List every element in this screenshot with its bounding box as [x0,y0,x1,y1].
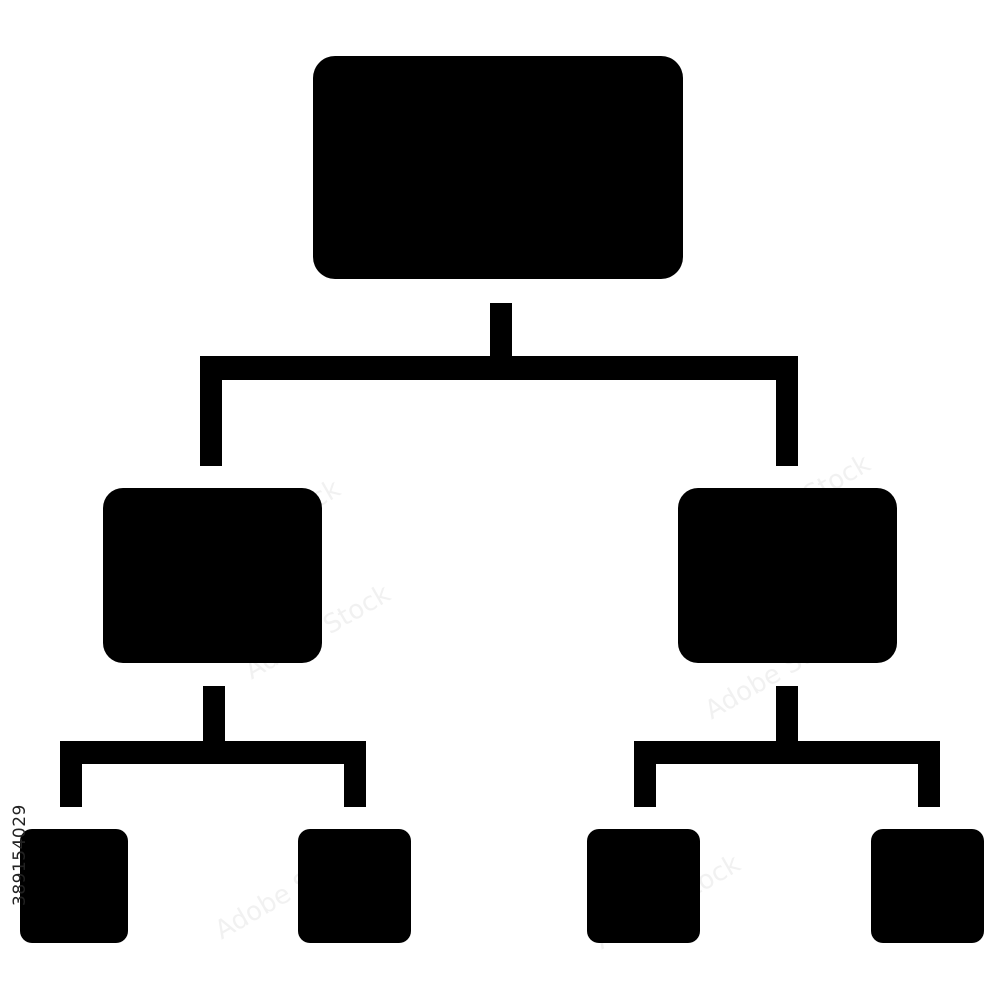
node-leaf-2 [298,829,411,943]
connector-stem [776,686,798,752]
connector-drop-right [776,356,798,466]
node-child-right [678,488,897,663]
connector-drop-right [344,741,366,807]
node-leaf-4 [871,829,984,943]
connector-drop-left [60,741,82,807]
node-leaf-3 [587,829,700,943]
connector-stem [490,303,512,368]
connector-bar [200,356,798,380]
connector-right-subtree [634,686,940,807]
connector-bar [60,741,366,764]
connector-left-subtree [60,686,366,807]
connector-stem [203,686,225,752]
connector-drop-right [918,741,940,807]
node-child-left [103,488,322,663]
connector-bar [634,741,940,764]
connector-drop-left [200,356,222,466]
node-leaf-1 [20,829,128,943]
node-root [313,56,683,279]
stock-id-label: 389154029 [10,804,30,906]
connector-root [200,303,798,466]
connector-drop-left [634,741,656,807]
